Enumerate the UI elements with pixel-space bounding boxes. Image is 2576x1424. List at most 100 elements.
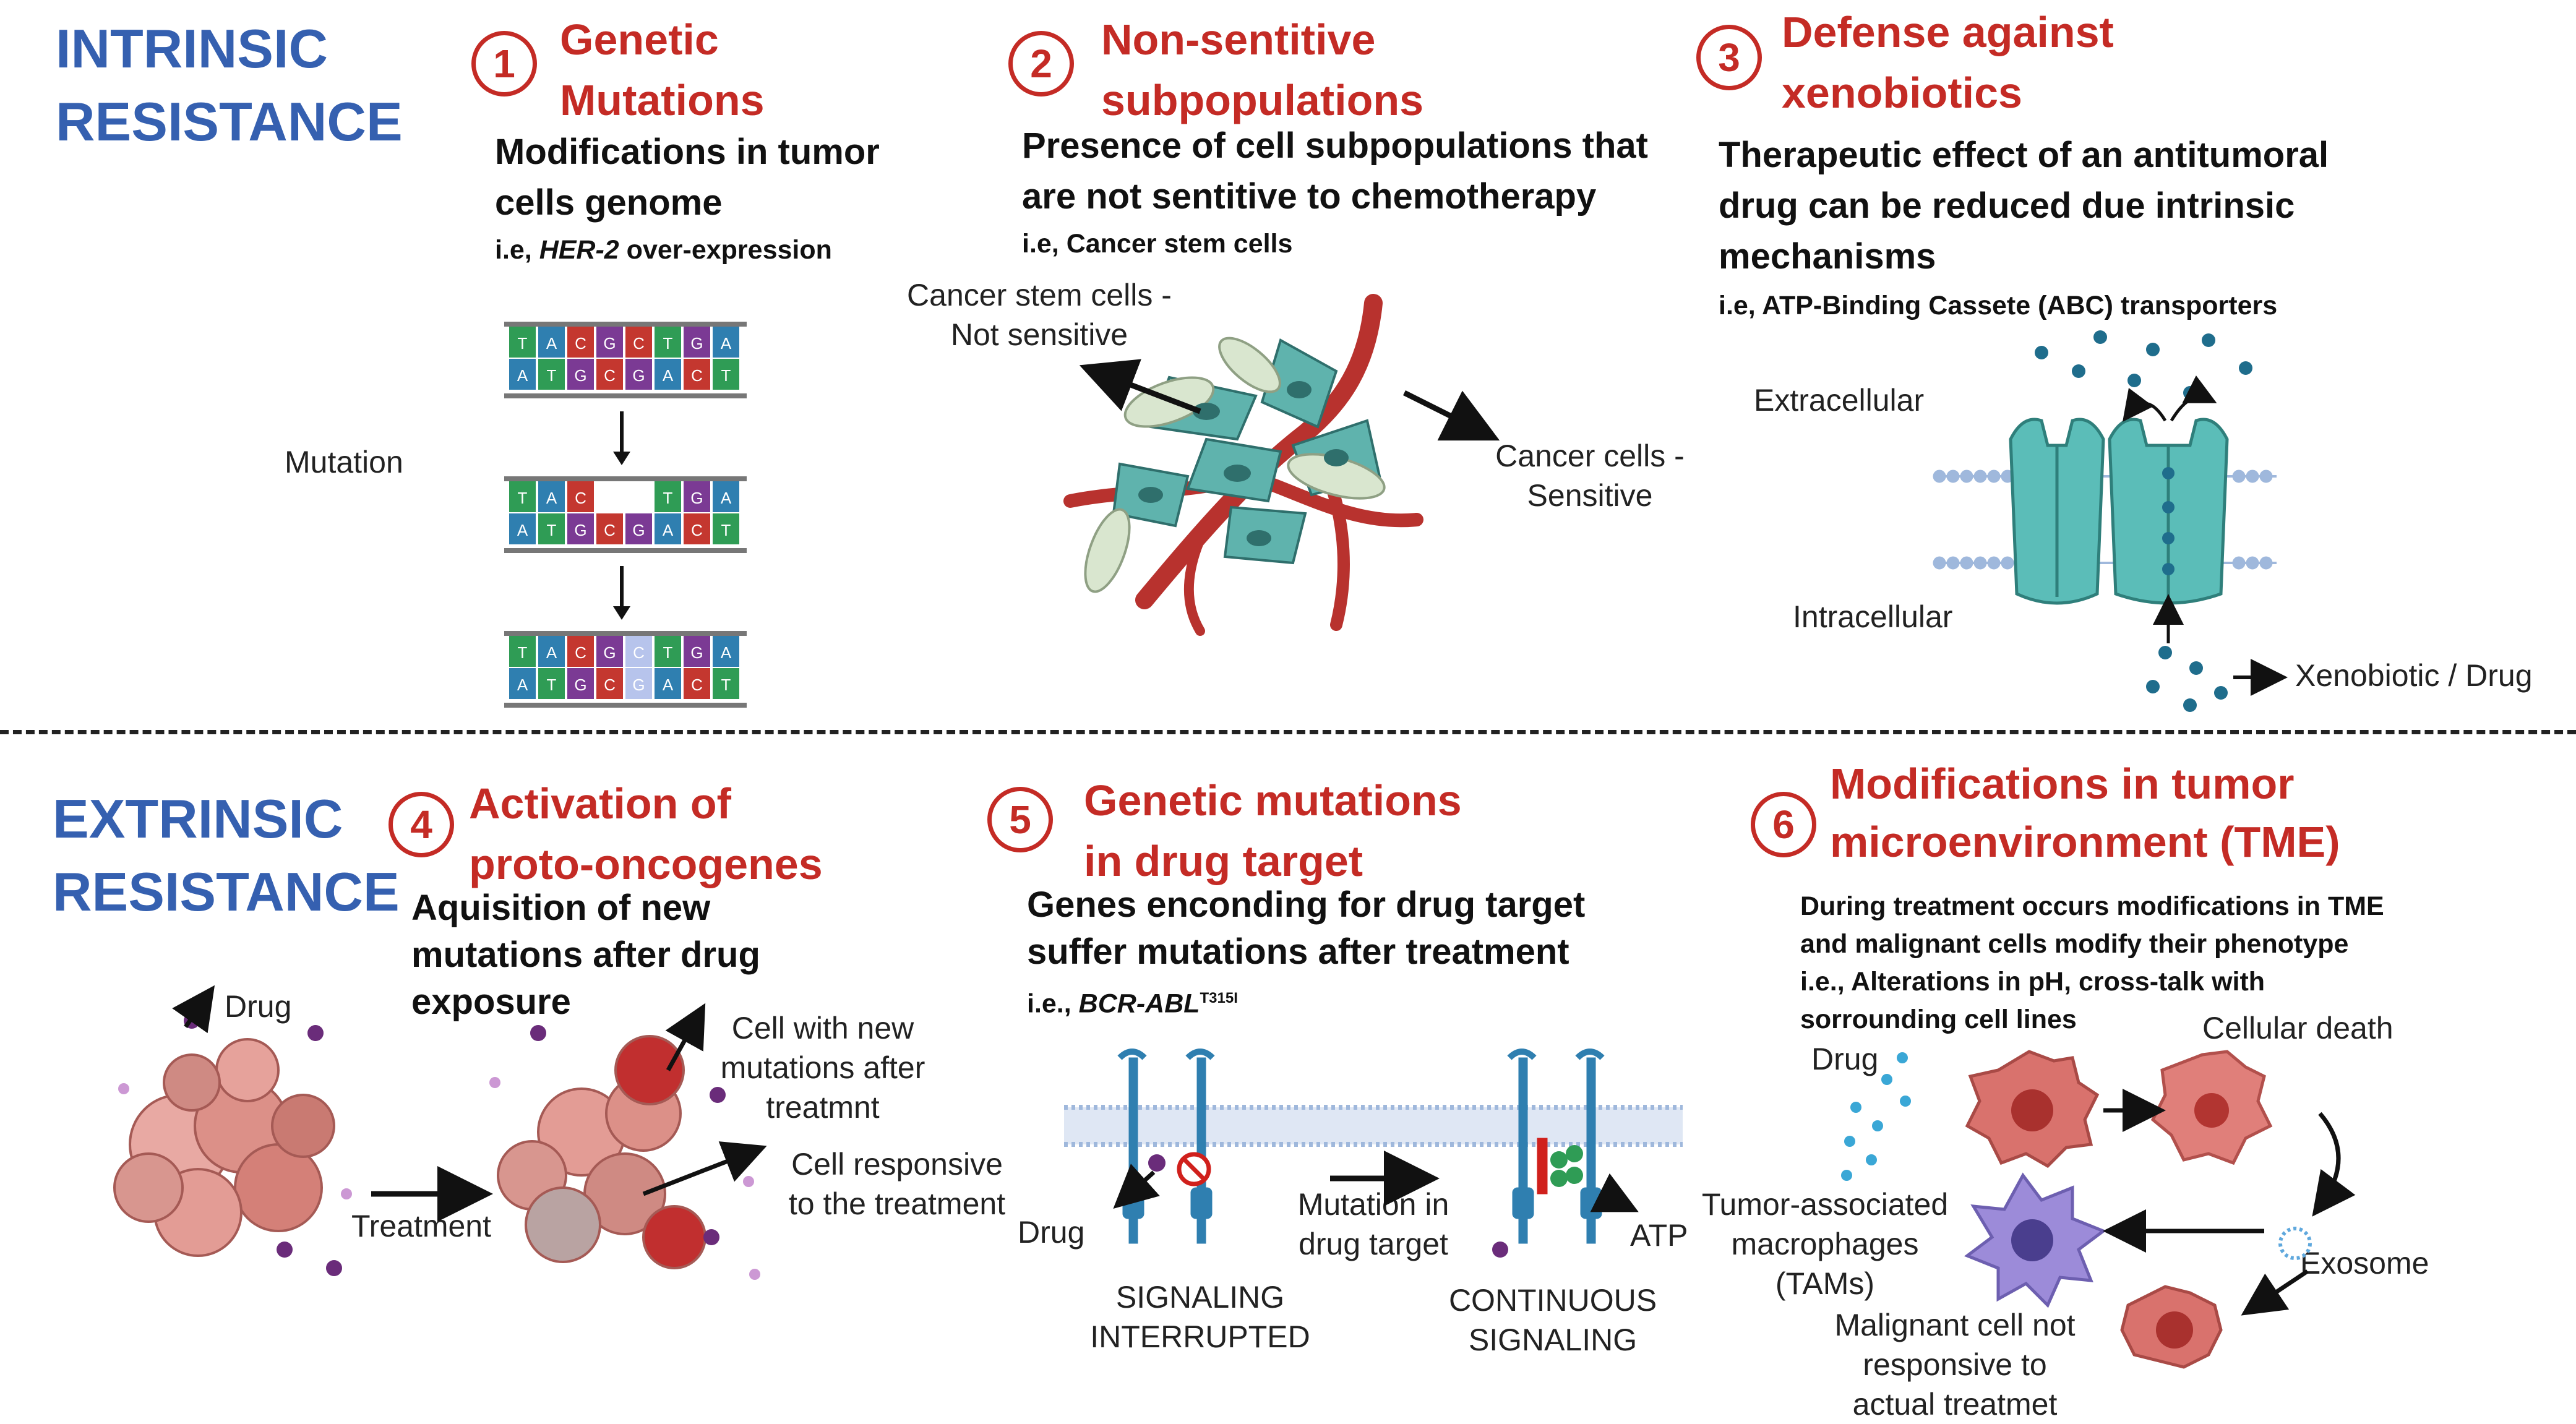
nucleotide xyxy=(655,481,681,512)
nucleotide xyxy=(684,513,710,544)
drug-molecule-5 xyxy=(1148,1154,1166,1172)
nucleotide-letter: C xyxy=(691,521,703,539)
nucleotide xyxy=(655,327,681,358)
nucleotide-letter: T xyxy=(518,489,528,507)
nucleotide-letter: A xyxy=(663,521,674,539)
nucleotide xyxy=(596,513,623,544)
nucleotide xyxy=(684,481,710,512)
nucleotide-letter: C xyxy=(575,643,586,662)
nucleotide xyxy=(567,327,594,358)
nucleotide-letter: G xyxy=(603,334,616,353)
nucleotide-letter: G xyxy=(603,643,616,662)
panel-2-arrows xyxy=(1079,359,1500,441)
panel-3-description: Therapeutic effect of an antitumoral dru… xyxy=(1719,130,2329,282)
nucleotide xyxy=(538,327,565,358)
panel-4-desc-line1: Aquisition of new xyxy=(411,888,711,928)
nucleotide-letter: C xyxy=(575,334,586,353)
panel-6-desc-line3: i.e., Alterations in pH, cross-talk with xyxy=(1800,967,2265,997)
panel-5-desc-line1: Genes enconding for drug target xyxy=(1027,885,1586,925)
nucleotide xyxy=(596,636,623,667)
drug-droplets-6 xyxy=(1841,1052,1911,1181)
panel-2-description: Presence of cell subpopulations that are… xyxy=(1022,121,1648,222)
new-mutations-label-line1: Cell with new xyxy=(731,1011,914,1045)
down-arrow-head xyxy=(613,606,630,620)
nucleotide xyxy=(538,513,565,544)
nucleotide-letter: T xyxy=(547,676,557,694)
panel-1-title: Genetic Mutations xyxy=(560,9,765,131)
panel-6-desc-line1: During treatment occurs modifications in… xyxy=(1800,891,2384,921)
nucleotide xyxy=(567,636,594,667)
malignant-cell-label-line2: responsive to xyxy=(1863,1347,2047,1382)
panel-1-number: 1 xyxy=(471,31,537,97)
nucleotide-letter: G xyxy=(574,521,586,539)
panel-6-desc-line4: sorrounding cell lines xyxy=(1800,1005,2077,1034)
tams-label-line3: (TAMs) xyxy=(1775,1266,1875,1301)
signaling-interrupted-line1: SIGNALING xyxy=(1115,1280,1285,1315)
panel-4-title-line1: Activation of xyxy=(469,779,731,828)
continuous-signaling-line1: CONTINUOUS xyxy=(1448,1283,1657,1318)
panel-1-example-gene: HER-2 xyxy=(539,235,619,265)
nucleotide xyxy=(655,513,681,544)
nucleotide-letter: G xyxy=(690,334,703,353)
nucleotide-letter: T xyxy=(547,521,557,539)
membrane-5 xyxy=(1064,1105,1683,1147)
nucleotide-letter: C xyxy=(691,676,703,694)
panel-5-example: i.e., BCR-ABLT315I xyxy=(1027,980,1238,1021)
nucleotide-letter: A xyxy=(517,521,528,539)
tumor-treatment-illustration xyxy=(113,985,767,1280)
nucleotide xyxy=(567,513,594,544)
resistant-cell xyxy=(2120,1285,2223,1369)
panel-1-title-line2: Mutations xyxy=(560,76,765,124)
panel-5-desc-line2: suffer mutations after treatment xyxy=(1027,932,1569,972)
dna-backbone xyxy=(504,631,747,636)
panel-5-example-prefix: i.e., xyxy=(1027,989,1079,1019)
nucleotide xyxy=(684,636,710,667)
extrinsic-title-line1: EXTRINSIC xyxy=(53,788,343,849)
cancer-cells-label: Cancer cells - Sensitive xyxy=(1472,436,1707,515)
nucleotide xyxy=(596,327,623,358)
panel-3-title-line1: Defense against xyxy=(1782,8,2114,56)
nucleotide xyxy=(713,668,739,699)
nucleotide xyxy=(567,359,594,390)
panel-4-desc-line3: exposure xyxy=(411,982,571,1022)
panel-2-title: Non-sentitive subpopulations xyxy=(1101,9,1423,131)
nucleotide xyxy=(684,359,710,390)
malignant-cell-top xyxy=(1965,1050,2100,1169)
nucleotide-letter: T xyxy=(547,366,557,385)
nucleotide xyxy=(567,668,594,699)
panel-5-description: Genes enconding for drug target suffer m… xyxy=(1027,881,1585,976)
receptor-illustration xyxy=(1064,1049,1683,1258)
panel-3-example: i.e, ATP-Binding Cassete (ABC) transport… xyxy=(1719,291,2278,320)
panel-3-title-line2: xenobiotics xyxy=(1782,69,2022,117)
nucleotide-letter: G xyxy=(574,366,586,385)
nucleotide xyxy=(509,513,536,544)
nucleotide-letter: G xyxy=(690,489,703,507)
panel-1-desc-line1: Modifications in tumor xyxy=(495,132,880,172)
panel-3-number: 3 xyxy=(1696,25,1762,90)
panel-1-example-suffix: over-expression xyxy=(619,235,832,265)
dna-backbone xyxy=(504,703,747,708)
nucleotide-letter: C xyxy=(604,521,616,539)
nucleotide xyxy=(625,668,652,699)
nucleotide-letter: T xyxy=(721,366,731,385)
xenobiotic-label: Xenobiotic / Drug xyxy=(2295,658,2533,693)
panel-5-arrows xyxy=(1113,1151,1639,1212)
extrinsic-title-line2: RESISTANCE xyxy=(53,861,400,922)
nucleotide-letter: G xyxy=(632,366,645,385)
nucleotide-letter: C xyxy=(604,676,616,694)
intrinsic-title: INTRINSIC RESISTANCE xyxy=(56,12,403,158)
malignant-cell-label: Malignant cell not responsive to actual … xyxy=(1806,1305,2103,1424)
nucleotide xyxy=(655,359,681,390)
drug-molecules xyxy=(2035,330,2252,712)
mutation-label: Mutation xyxy=(285,445,403,479)
atp-label: ATP xyxy=(1630,1218,1688,1253)
extrinsic-title: EXTRINSIC RESISTANCE xyxy=(53,783,400,929)
panel-6-title-line1: Modifications in tumor xyxy=(1830,760,2295,808)
panel-4-number: 4 xyxy=(389,792,454,857)
nucleotide xyxy=(713,327,739,358)
panel-4-description: Aquisition of new mutations after drug e… xyxy=(411,885,760,1026)
panel-5-example-gene: BCR-ABL xyxy=(1078,989,1200,1019)
panel-2-example: i.e, Cancer stem cells xyxy=(1022,229,1293,259)
